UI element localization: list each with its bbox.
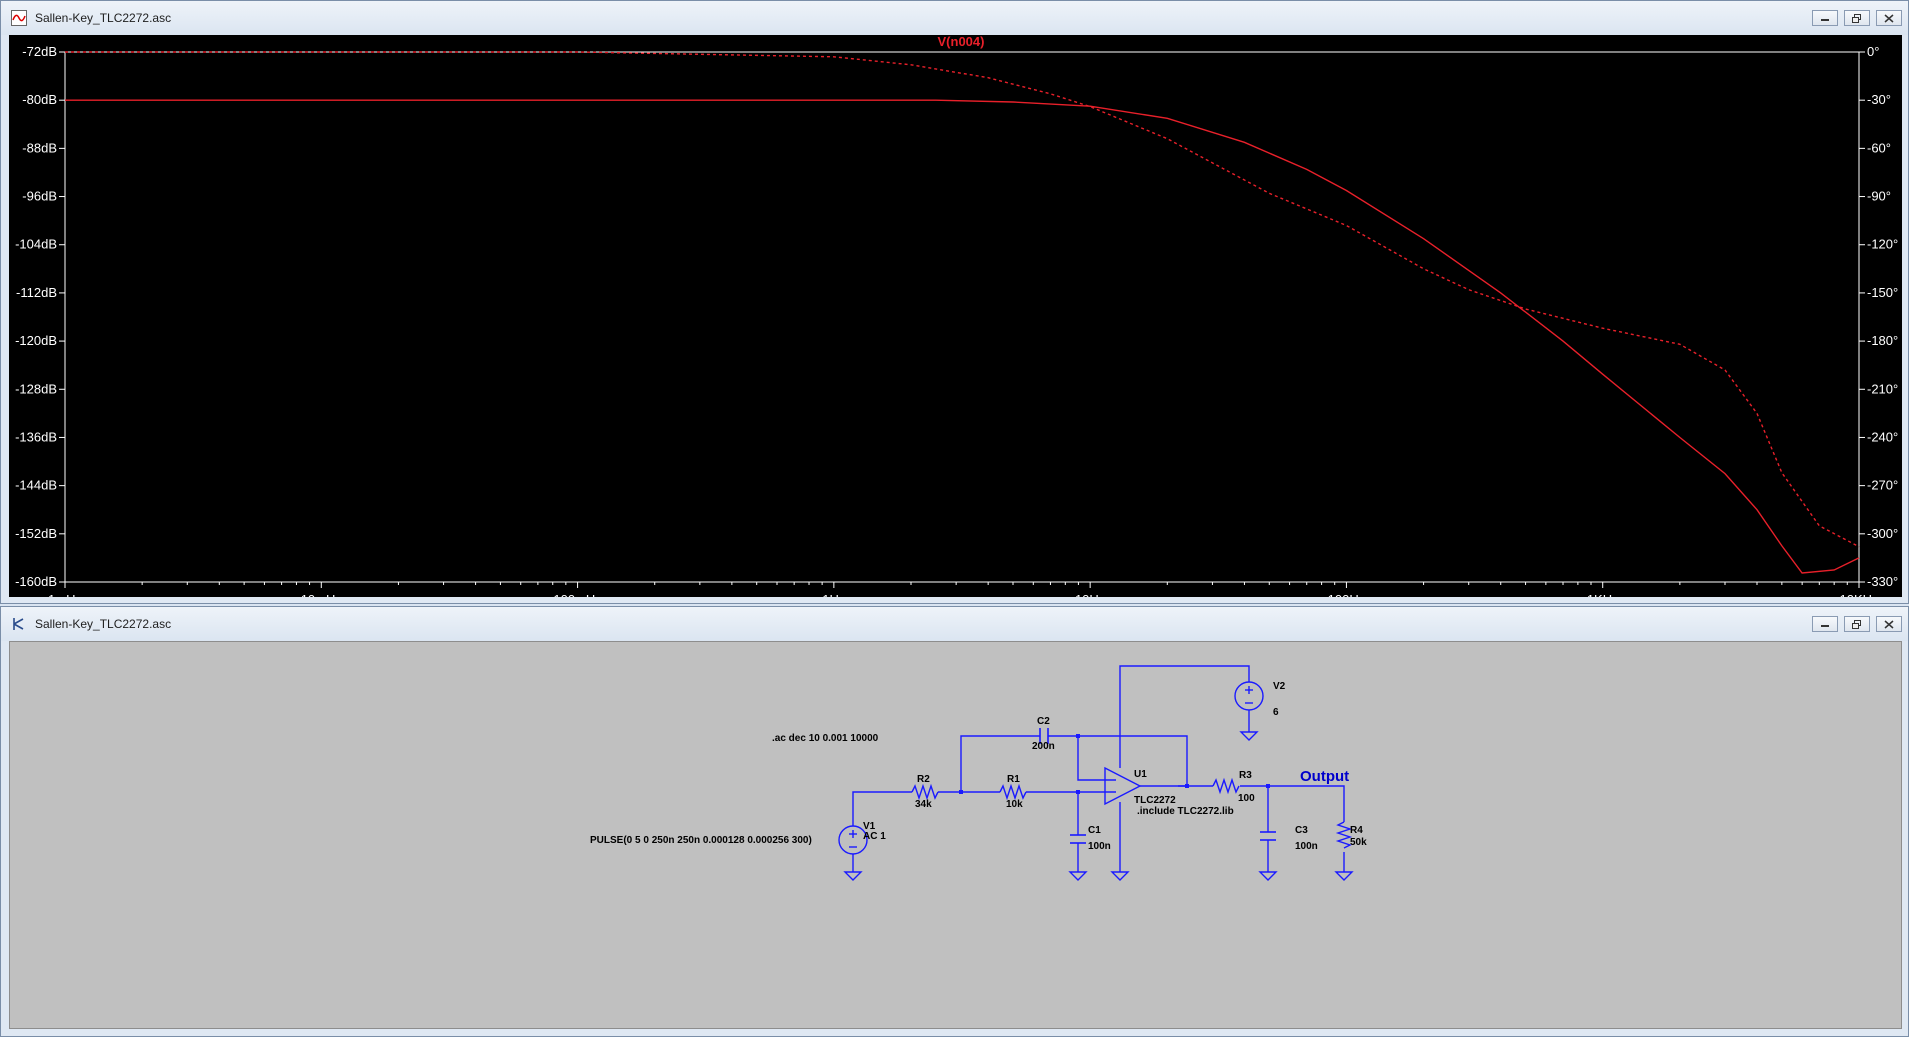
c2-value[interactable]: 200n xyxy=(1032,741,1055,752)
y-tick-label-right: -60° xyxy=(1867,140,1891,155)
y-tick-label-right: -30° xyxy=(1867,92,1891,107)
r4-symbol[interactable] xyxy=(1335,821,1353,849)
include-directive[interactable]: .include TLC2272.lib xyxy=(1137,806,1234,817)
bode-plot[interactable]: V(n004) -72dB -80dB -88dB -96dB -104dB -112dB… xyxy=(9,34,1902,607)
c1-symbol[interactable] xyxy=(1070,834,1086,844)
r3-symbol[interactable] xyxy=(1212,777,1240,795)
x-tick-label: 10mHz xyxy=(301,592,342,597)
r4-value[interactable]: 50k xyxy=(1350,837,1367,848)
close-icon xyxy=(1884,13,1894,23)
c3-symbol[interactable] xyxy=(1260,831,1276,841)
r2-symbol[interactable] xyxy=(911,783,939,801)
x-tick-label: 1Hz xyxy=(822,592,845,597)
close-icon xyxy=(1884,619,1894,629)
plot-window: Sallen-Key_TLC2272.asc V(n004) -72dB -80d… xyxy=(0,0,1909,607)
y-tick-label-right: -210° xyxy=(1867,381,1898,396)
output-net-label[interactable]: Output xyxy=(1300,768,1349,785)
c3-value[interactable]: 100n xyxy=(1295,841,1318,852)
c1-value[interactable]: 100n xyxy=(1088,841,1111,852)
v2-symbol[interactable] xyxy=(1234,681,1264,711)
r4-name[interactable]: R4 xyxy=(1350,825,1363,836)
y-tick-label-left: -112dB xyxy=(16,285,57,300)
y-tick-label-left: -136dB xyxy=(15,429,57,444)
schematic-window: Sallen-Key_TLC2272.asc xyxy=(0,606,1909,1037)
y-tick-label-left: -160dB xyxy=(15,574,57,589)
schematic-window-titlebar[interactable]: Sallen-Key_TLC2272.asc xyxy=(1,607,1908,641)
y-tick-label-left: -72dB xyxy=(22,44,57,59)
plot-trace-label[interactable]: V(n004) xyxy=(938,34,985,49)
y-tick-label-left: -96dB xyxy=(22,189,57,204)
minimize-button[interactable] xyxy=(1812,616,1838,632)
u1-value[interactable]: TLC2272 xyxy=(1134,795,1176,806)
plot-window-title: Sallen-Key_TLC2272.asc xyxy=(35,11,172,25)
y-tick-label-right: 0° xyxy=(1867,44,1879,59)
r2-value[interactable]: 34k xyxy=(915,799,932,810)
ground-symbols xyxy=(843,731,1354,881)
minimize-icon xyxy=(1821,625,1829,627)
wires xyxy=(852,665,1345,872)
ac-directive[interactable]: .ac dec 10 0.001 10000 xyxy=(772,733,879,744)
plot-pane[interactable]: V(n004) -72dB -80dB -88dB -96dB -104dB -112dB… xyxy=(9,34,1902,607)
restore-icon xyxy=(1852,13,1861,23)
minimize-icon xyxy=(1821,19,1829,21)
v1-symbol[interactable] xyxy=(838,825,868,855)
y-tick-label-right: -120° xyxy=(1867,237,1898,252)
schematic-window-title: Sallen-Key_TLC2272.asc xyxy=(35,617,172,631)
c2-name[interactable]: C2 xyxy=(1037,716,1050,727)
close-button[interactable] xyxy=(1876,10,1902,26)
r3-value[interactable]: 100 xyxy=(1238,793,1255,804)
x-tick-label: 1KHz xyxy=(1587,592,1619,597)
schematic-drawing[interactable]: .ac dec 10 0.001 10000 PULSE(0 5 0 250n … xyxy=(10,642,1903,1030)
y-tick-label-left: -104dB xyxy=(15,237,57,252)
y-tick-label-right: -330° xyxy=(1867,574,1898,589)
restore-button[interactable] xyxy=(1844,10,1870,26)
y-tick-label-right: -150° xyxy=(1867,285,1898,300)
phase-trace xyxy=(65,51,1860,548)
plot-window-titlebar[interactable]: Sallen-Key_TLC2272.asc xyxy=(1,1,1908,35)
schematic-canvas[interactable]: .ac dec 10 0.001 10000 PULSE(0 5 0 250n … xyxy=(9,641,1902,1029)
u1-name[interactable]: U1 xyxy=(1134,769,1147,780)
r1-name[interactable]: R1 xyxy=(1007,774,1020,785)
close-button[interactable] xyxy=(1876,616,1902,632)
plot-frame xyxy=(64,51,1860,583)
r1-value[interactable]: 10k xyxy=(1006,799,1023,810)
x-tick-label: 100Hz xyxy=(1328,592,1366,597)
c2-symbol[interactable] xyxy=(1039,728,1049,744)
v2-name[interactable]: V2 xyxy=(1273,681,1286,692)
y-tick-label-left: -88dB xyxy=(22,140,57,155)
minimize-button[interactable] xyxy=(1812,10,1838,26)
waveform-icon xyxy=(11,10,27,26)
x-tick-label: 100mHz xyxy=(553,592,601,597)
r1-symbol[interactable] xyxy=(999,783,1027,801)
v1-value[interactable]: AC 1 xyxy=(863,831,886,842)
y-tick-label-left: -80dB xyxy=(22,92,57,107)
c3-name[interactable]: C3 xyxy=(1295,825,1308,836)
schematic-icon xyxy=(11,616,27,632)
y-tick-label-right: -270° xyxy=(1867,478,1898,493)
x-tick-label: 10KHz xyxy=(1839,592,1878,597)
x-tick-label: 10Hz xyxy=(1075,592,1105,597)
v1-source-value[interactable]: PULSE(0 5 0 250n 250n 0.000128 0.000256 … xyxy=(590,835,812,846)
v2-value[interactable]: 6 xyxy=(1273,707,1279,718)
c1-name[interactable]: C1 xyxy=(1088,825,1101,836)
restore-icon xyxy=(1852,619,1861,629)
y-tick-label-right: -300° xyxy=(1867,526,1898,541)
y-tick-label-left: -120dB xyxy=(15,333,57,348)
r3-name[interactable]: R3 xyxy=(1239,770,1252,781)
restore-button[interactable] xyxy=(1844,616,1870,632)
y-tick-label-left: -152dB xyxy=(15,526,57,541)
y-tick-label-left: -144dB xyxy=(15,478,57,493)
x-tick-label: 1mHz xyxy=(48,592,82,597)
y-tick-label-left: -128dB xyxy=(15,381,57,396)
y-tick-label-right: -90° xyxy=(1867,189,1891,204)
y-tick-label-right: -180° xyxy=(1867,333,1898,348)
magnitude-trace xyxy=(65,99,1860,574)
junction-dots xyxy=(959,734,1270,794)
r2-name[interactable]: R2 xyxy=(917,774,930,785)
opamp-symbol[interactable] xyxy=(1104,766,1142,806)
y-tick-label-right: -240° xyxy=(1867,429,1898,444)
v1-name[interactable]: V1 xyxy=(863,821,876,832)
